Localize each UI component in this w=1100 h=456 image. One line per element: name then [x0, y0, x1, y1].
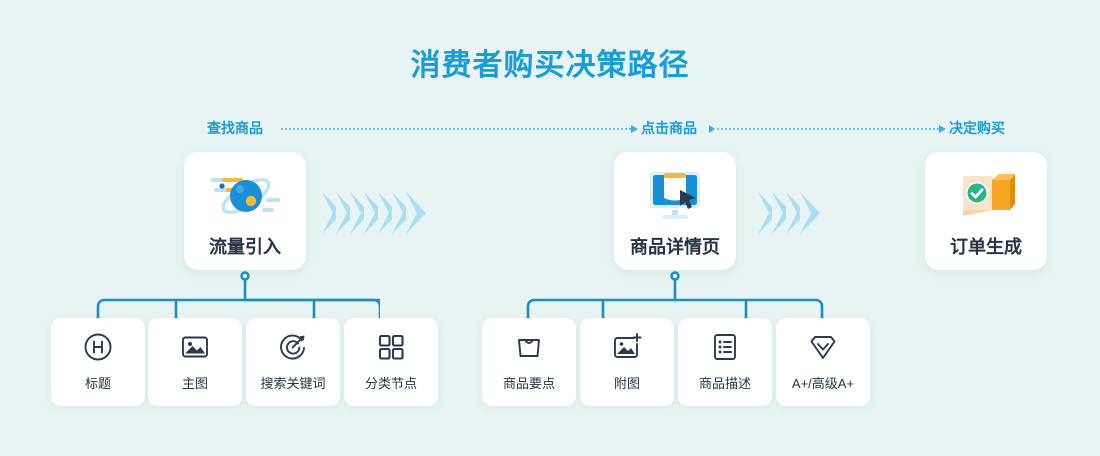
sub-card-aplus-label: A+/高级A+ [791, 376, 855, 391]
planet-orbit-icon [210, 178, 280, 214]
sub-card-category-node-label: 分类节点 [364, 376, 417, 391]
stage-card-detail-page[interactable]: 商品详情页 [614, 152, 736, 270]
stage-label-decide-buy: 决定购买 [949, 120, 1005, 136]
order-checkmark-box-icon [963, 174, 1015, 216]
sub-card-main-image[interactable]: 主图 [148, 318, 242, 406]
image-icon [182, 336, 208, 358]
list-document-icon [714, 334, 736, 360]
stage-card-traffic-label: 流量引入 [209, 237, 281, 257]
diamond-icon [810, 336, 836, 359]
dotted-arrow-1 [281, 125, 638, 133]
chevron-icon [406, 192, 426, 234]
stage-card-order-label: 订单生成 [950, 237, 1022, 257]
target-arrow-icon [280, 334, 305, 360]
grid-squares-icon [378, 334, 404, 360]
sub-card-product-description-label: 商品描述 [698, 376, 751, 391]
chevron-strip-2 [758, 192, 820, 234]
sub-card-product-points[interactable]: 商品要点 [482, 318, 576, 406]
stage-card-order[interactable]: 订单生成 [925, 152, 1047, 270]
stage-card-traffic[interactable]: 流量引入 [184, 152, 306, 270]
heading-h-circle-icon [84, 333, 112, 361]
sub-card-main-image-label: 主图 [181, 376, 208, 391]
sub-card-product-description[interactable]: 商品描述 [678, 318, 772, 406]
dotted-arrow-2 [709, 125, 946, 133]
chevron-icon [800, 192, 820, 234]
sub-card-aplus[interactable]: A+/高级A+ [776, 318, 870, 406]
shopping-bag-icon [518, 339, 540, 357]
chevron-strip-1 [322, 192, 426, 234]
sub-card-category-node[interactable]: 分类节点 [344, 318, 438, 406]
sub-card-search-keyword-label: 搜索关键词 [260, 376, 326, 391]
image-plus-icon [614, 333, 642, 358]
sub-card-attached-image-label: 附图 [613, 376, 640, 391]
sub-card-title-label: 标题 [84, 376, 111, 391]
sub-card-product-points-label: 商品要点 [502, 376, 555, 391]
monitor-cursor-icon [650, 172, 700, 219]
sub-card-attached-image[interactable]: 附图 [580, 318, 674, 406]
stage-label-click-product: 点击商品 [641, 120, 697, 136]
sub-card-title[interactable]: 标题 [51, 318, 145, 406]
stage-card-detail-page-label: 商品详情页 [630, 237, 720, 257]
page-title: 消费者购买决策路径 [410, 49, 690, 82]
stage-label-find-product: 查找商品 [207, 120, 263, 136]
sub-card-search-keyword[interactable]: 搜索关键词 [246, 318, 340, 406]
